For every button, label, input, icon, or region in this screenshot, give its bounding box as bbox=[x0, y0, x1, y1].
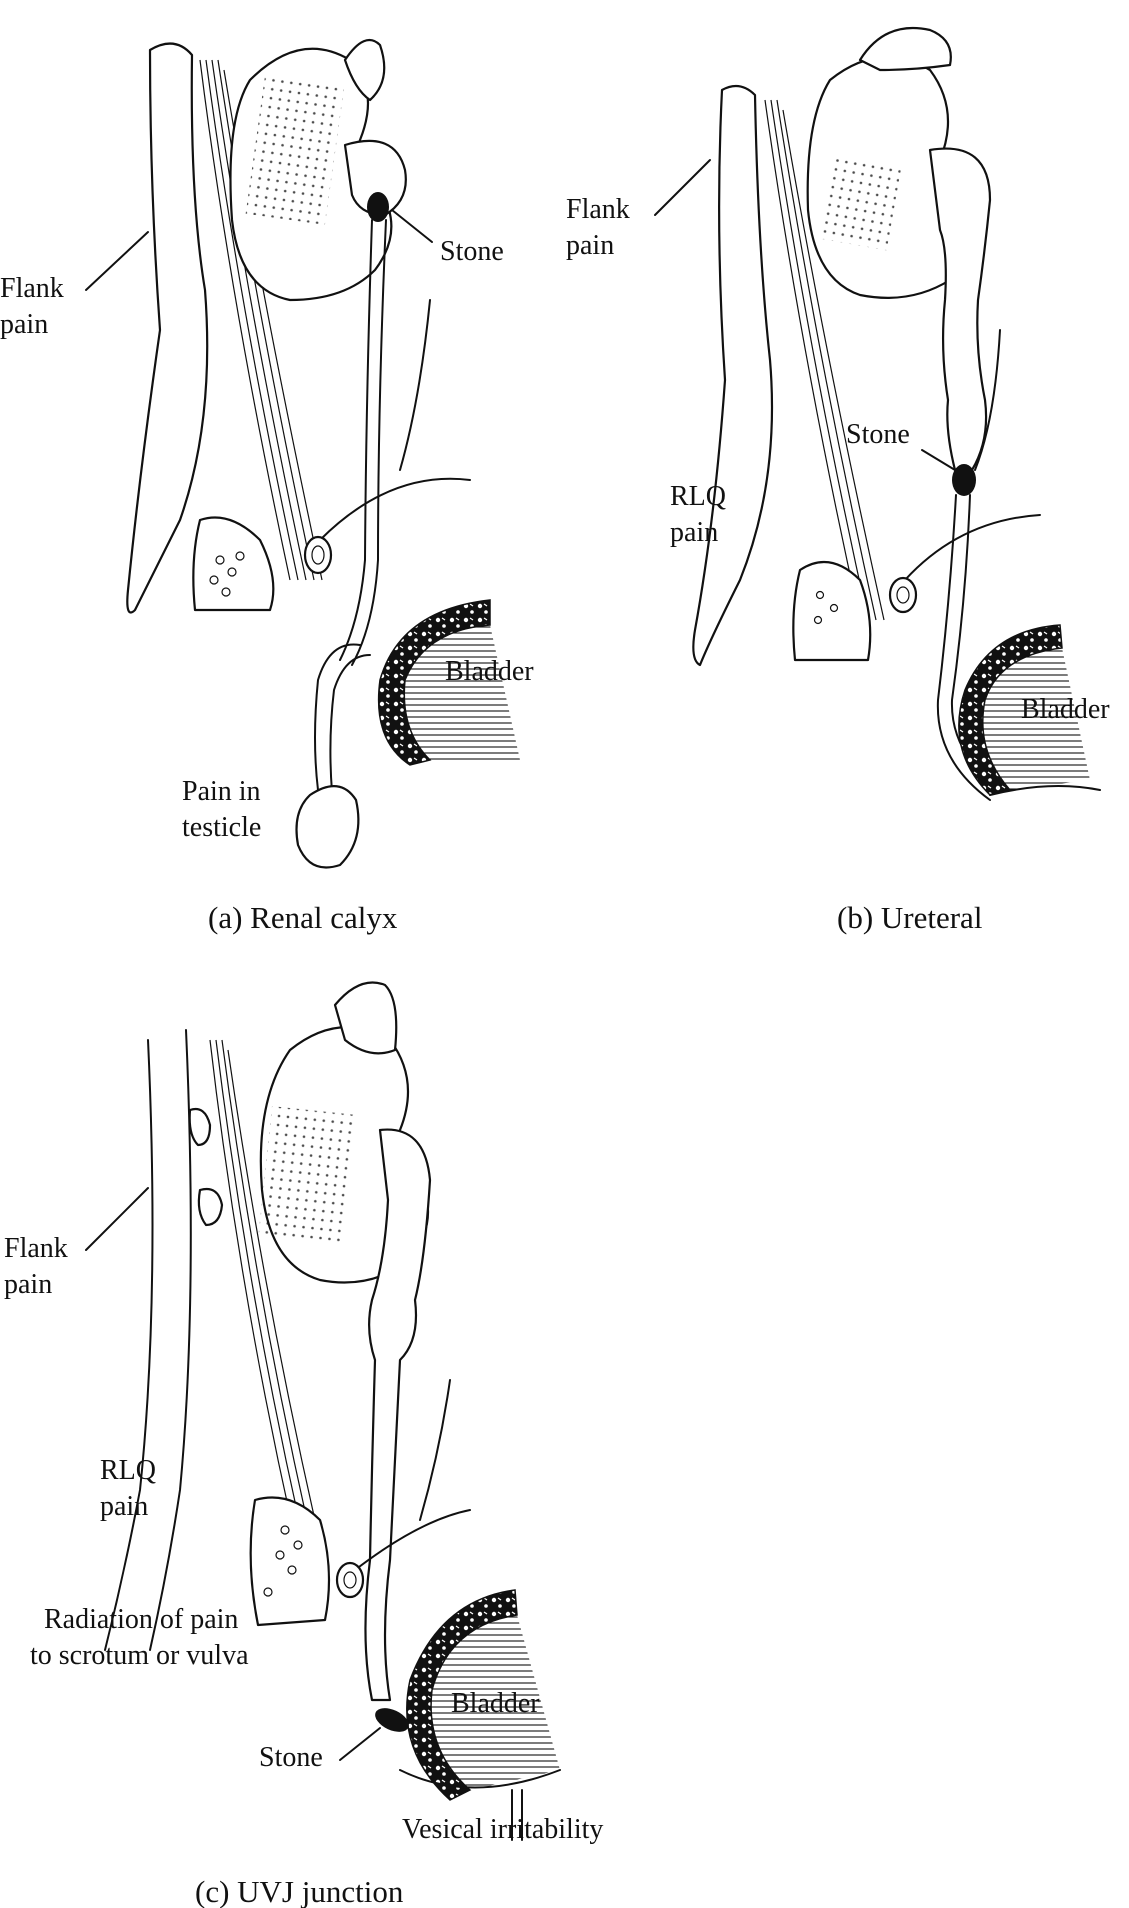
panel-c-stone bbox=[375, 1708, 409, 1732]
panel-b-psoas-muscle bbox=[764, 99, 885, 621]
panel-a-iliac-vessel-section bbox=[303, 535, 333, 575]
panel-a-peritoneum-curve bbox=[399, 299, 431, 471]
panel-c-flank-label-2: pain bbox=[4, 1269, 52, 1300]
panel-c-caption: (c) UVJ junction bbox=[195, 1874, 404, 1908]
panel-c-pelvic-bone-texture bbox=[263, 1525, 303, 1597]
panel-c-iliac-vessel-lumen bbox=[343, 1571, 357, 1589]
panel-a-iliac-vessel-lumen bbox=[311, 545, 325, 565]
panel-a-pelvic-bone-texture bbox=[209, 551, 245, 597]
panel-a-testicle bbox=[295, 785, 360, 869]
panel-c-psoas-muscle bbox=[209, 1039, 325, 1561]
panel-a-stone-label: Stone bbox=[440, 236, 504, 267]
panel-c-stone-label: Stone bbox=[259, 1742, 323, 1773]
panel-c-flank-label-1: Flank bbox=[4, 1233, 68, 1264]
panel-c-peritoneum-curve bbox=[419, 1379, 451, 1521]
panel-c-rlq-label-2: pain bbox=[100, 1491, 148, 1522]
panel-b-rlq-label-2: pain bbox=[670, 517, 718, 548]
panel-b-stone bbox=[952, 464, 976, 496]
panel-c-radiation-label-1: Radiation of pain bbox=[44, 1604, 238, 1635]
panel-b-iliac-vessel-section bbox=[888, 576, 918, 614]
panel-c-adrenal bbox=[333, 981, 398, 1055]
panel-b-flank-label-2: pain bbox=[566, 230, 614, 261]
panel-b-pelvic-bone-texture bbox=[813, 590, 839, 625]
panel-a-bladder-hatching bbox=[404, 625, 520, 760]
panel-c-vesical-label: Vesical irritability bbox=[402, 1814, 603, 1845]
panel-c-urethra-stub bbox=[511, 1789, 523, 1841]
panel-a-flank-label-2: pain bbox=[0, 309, 48, 340]
panel-c-radiation-label-2: to scrotum or vulva bbox=[30, 1640, 249, 1671]
panel-c-stone-leader bbox=[339, 1727, 381, 1761]
panel-a-bladder-label: Bladder bbox=[445, 656, 534, 687]
panel-c-bladder-label: Bladder bbox=[451, 1688, 540, 1719]
panel-a-caption: (a) Renal calyx bbox=[208, 900, 398, 935]
panel-a-stone bbox=[367, 192, 389, 222]
panel-c-uvj-junction: Flank pain RLQ pain Radiation of pain to… bbox=[4, 981, 603, 1908]
panel-a-flank-label-1: Flank bbox=[0, 273, 64, 304]
panel-c-iliac-vessel bbox=[354, 1509, 471, 1571]
panel-a-iliac-vessel bbox=[319, 477, 471, 541]
panel-c-body-wall-inner bbox=[149, 1029, 192, 1651]
panel-b-stone-leader bbox=[921, 449, 956, 471]
panel-b-dilated-ureter bbox=[928, 147, 992, 472]
panel-a-spine bbox=[126, 42, 209, 614]
panel-b-rlq-label-1: RLQ bbox=[670, 481, 726, 512]
panel-b-kidney-dots bbox=[817, 154, 902, 251]
panel-b-iliac-vessel-lumen bbox=[896, 586, 910, 604]
panel-c-nerve-lower bbox=[197, 1187, 224, 1227]
panel-a-flank-leader bbox=[85, 231, 149, 291]
panel-c-iliac-vessel-section bbox=[335, 1561, 365, 1599]
panel-b-peritoneum-curve bbox=[974, 329, 1001, 471]
panel-a-stone-leader bbox=[391, 209, 433, 243]
panel-c-body-wall-outer bbox=[104, 1039, 154, 1651]
panel-c-bladder-hatching bbox=[431, 1615, 560, 1790]
panel-a-testicle-label-1: Pain in bbox=[182, 776, 261, 807]
panel-b-bladder-base bbox=[989, 785, 1101, 796]
panel-c-kidney-dots bbox=[258, 1106, 357, 1245]
panel-a-renal-pelvis bbox=[343, 139, 407, 217]
panel-b-bladder-label: Bladder bbox=[1021, 694, 1110, 725]
panel-c-bladder-base bbox=[399, 1769, 561, 1789]
panel-b-spine bbox=[692, 84, 774, 667]
panel-b-iliac-vessel bbox=[904, 514, 1041, 581]
panel-a-kidney-dots bbox=[245, 75, 345, 225]
panel-b-adrenal bbox=[858, 26, 952, 72]
panel-b-flank-label-1: Flank bbox=[566, 194, 630, 225]
panel-a-renal-calyx: Flank pain Stone Bladder Pain in testicl… bbox=[0, 38, 534, 935]
panel-c-flank-leader bbox=[85, 1187, 149, 1251]
panel-b-caption: (b) Ureteral bbox=[837, 900, 982, 935]
panel-a-adrenal bbox=[343, 38, 386, 102]
panel-b-bladder-hatching bbox=[982, 648, 1090, 790]
panel-a-testicle-label-2: testicle bbox=[182, 812, 261, 843]
panel-a-ureter bbox=[339, 219, 387, 666]
panel-c-pelvic-bone bbox=[249, 1496, 331, 1627]
panel-c-dilated-ureter bbox=[364, 1128, 432, 1702]
panel-b-flank-leader bbox=[654, 159, 711, 216]
panel-b-ureteral: Flank pain Stone RLQ pain Bladder (b) Ur… bbox=[566, 26, 1110, 935]
panel-a-spermatic-cord bbox=[314, 643, 371, 793]
panel-c-nerve-upper bbox=[188, 1107, 212, 1147]
panel-b-stone-label: Stone bbox=[846, 419, 910, 450]
panel-c-rlq-label-1: RLQ bbox=[100, 1455, 156, 1486]
panel-a-pelvic-bone bbox=[192, 516, 275, 612]
